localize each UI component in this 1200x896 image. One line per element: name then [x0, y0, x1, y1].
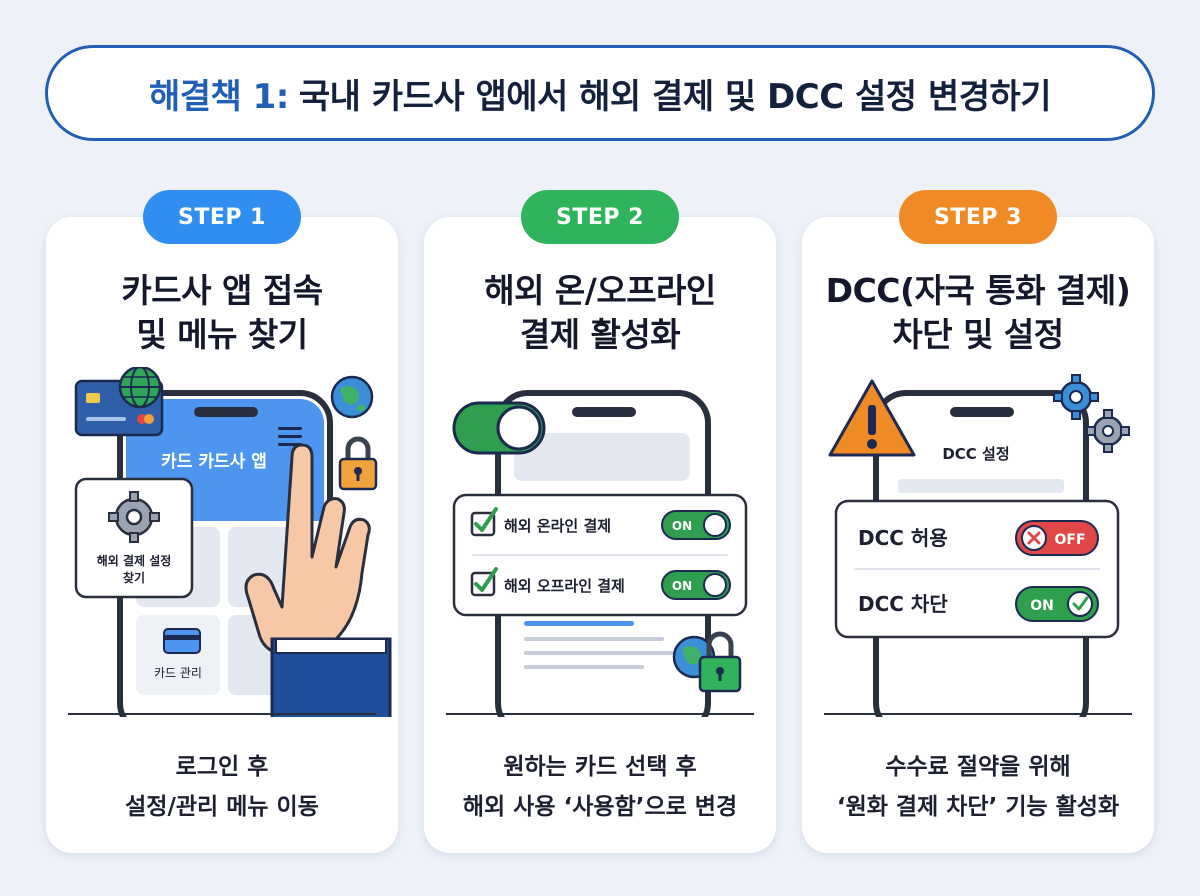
- step-1-description: 로그인 후 설정/관리 메뉴 이동: [46, 747, 398, 827]
- step-3-title: DCC(자국 통화 결제) 차단 및 설정: [802, 269, 1154, 357]
- dcc-block-label: DCC 차단: [858, 592, 948, 616]
- online-payment-toggle[interactable]: ON: [661, 510, 731, 540]
- step-3-desc-line1: 수수료 절약을 위해: [885, 754, 1071, 780]
- dcc-screen-title: DCC 설정: [942, 445, 1009, 463]
- dcc-allow-label: DCC 허용: [858, 526, 948, 550]
- step-2-desc-line1: 원하는 카드 선택 후: [503, 754, 697, 780]
- x-icon: [1021, 525, 1047, 551]
- gear-icon: [1086, 409, 1130, 453]
- step-1-title-line1: 카드사 앱 접속: [121, 271, 323, 310]
- step-1-divider: [68, 713, 376, 715]
- popup-label-line2: 찾기: [123, 570, 145, 585]
- step-3-title-line2: 차단 및 설정: [892, 315, 1064, 354]
- step-2-illustration: 해외 온라인 결제 ON 해외 오프라인 결제 ON: [424, 367, 776, 736]
- step-3-illustration: DCC 설정: [802, 367, 1154, 736]
- step-2-title: 해외 온/오프라인 결제 활성화: [424, 269, 776, 357]
- step-3-badge: STEP 3: [899, 190, 1057, 244]
- globe-icon: [330, 375, 374, 419]
- lock-icon: [338, 436, 378, 491]
- offline-toggle-state: ON: [672, 579, 692, 593]
- step-1-badge: STEP 1: [143, 190, 301, 244]
- step-3-title-line1: DCC(자국 통화 결제): [825, 271, 1131, 310]
- app-screen-title: 카드 카드사 앱: [161, 451, 267, 472]
- offline-payment-label: 해외 오프라인 결제: [504, 577, 625, 595]
- globe-icon: [118, 365, 162, 409]
- pointing-hand-icon[interactable]: [244, 443, 392, 721]
- step-1-illustration: 카드 카드사 앱 카드 관리 해외 결제 설정: [46, 365, 398, 736]
- popup-label-line1: 해외 결제 설정: [97, 553, 172, 568]
- header-banner: 해결책 1: 국내 카드사 앱에서 해외 결제 및 DCC 설정 변경하기: [45, 45, 1155, 141]
- online-payment-label: 해외 온라인 결제: [504, 517, 611, 535]
- dcc-allow-state: OFF: [1054, 532, 1085, 548]
- step-2-description: 원하는 카드 선택 후 해외 사용 ‘사용함’으로 변경: [424, 747, 776, 827]
- card-manage-label: 카드 관리: [154, 666, 202, 680]
- offline-payment-toggle[interactable]: ON: [661, 570, 731, 600]
- gear-icon: [108, 491, 160, 543]
- check-icon: [1067, 591, 1093, 617]
- master-toggle[interactable]: [452, 401, 546, 455]
- step-2-card: 해외 온/오프라인 결제 활성화: [424, 217, 776, 853]
- step-3-description: 수수료 절약을 위해 ‘원화 결제 차단’ 기능 활성화: [802, 747, 1154, 827]
- step-1-title: 카드사 앱 접속 및 메뉴 찾기: [46, 269, 398, 357]
- lock-icon: [698, 631, 742, 693]
- dcc-block-toggle[interactable]: ON: [1015, 586, 1099, 622]
- step-2-title-line1: 해외 온/오프라인: [484, 271, 716, 310]
- online-toggle-state: ON: [672, 519, 692, 533]
- checkbox-icon[interactable]: [470, 567, 498, 597]
- checkbox-icon[interactable]: [470, 507, 498, 537]
- header-lead: 해결책 1:: [148, 76, 289, 117]
- gear-icon: [1053, 374, 1099, 420]
- warning-icon: [828, 379, 916, 457]
- step-1-desc-line2: 설정/관리 메뉴 이동: [125, 794, 319, 820]
- step-1-title-line2: 및 메뉴 찾기: [136, 315, 308, 354]
- step-3-desc-line2: ‘원화 결제 차단’ 기능 활성화: [836, 794, 1120, 820]
- step-1-desc-line1: 로그인 후: [175, 754, 269, 780]
- dcc-allow-toggle[interactable]: OFF: [1015, 520, 1099, 556]
- dcc-block-state: ON: [1030, 598, 1054, 614]
- credit-card-icon: [163, 628, 201, 654]
- step-2-title-line2: 결제 활성화: [519, 315, 681, 354]
- step-2-badge: STEP 2: [521, 190, 679, 244]
- step-2-divider: [446, 713, 754, 715]
- hamburger-menu-icon[interactable]: [278, 427, 302, 446]
- header-title: 국내 카드사 앱에서 해외 결제 및 DCC 설정 변경하기: [298, 76, 1052, 117]
- step-3-card: DCC(자국 통화 결제) 차단 및 설정 DCC 설정: [802, 217, 1154, 853]
- step-2-desc-line2: 해외 사용 ‘사용함’으로 변경: [462, 794, 738, 820]
- step-3-divider: [824, 713, 1132, 715]
- step-1-card: 카드사 앱 접속 및 메뉴 찾기 카드 카드사 앱: [46, 217, 398, 853]
